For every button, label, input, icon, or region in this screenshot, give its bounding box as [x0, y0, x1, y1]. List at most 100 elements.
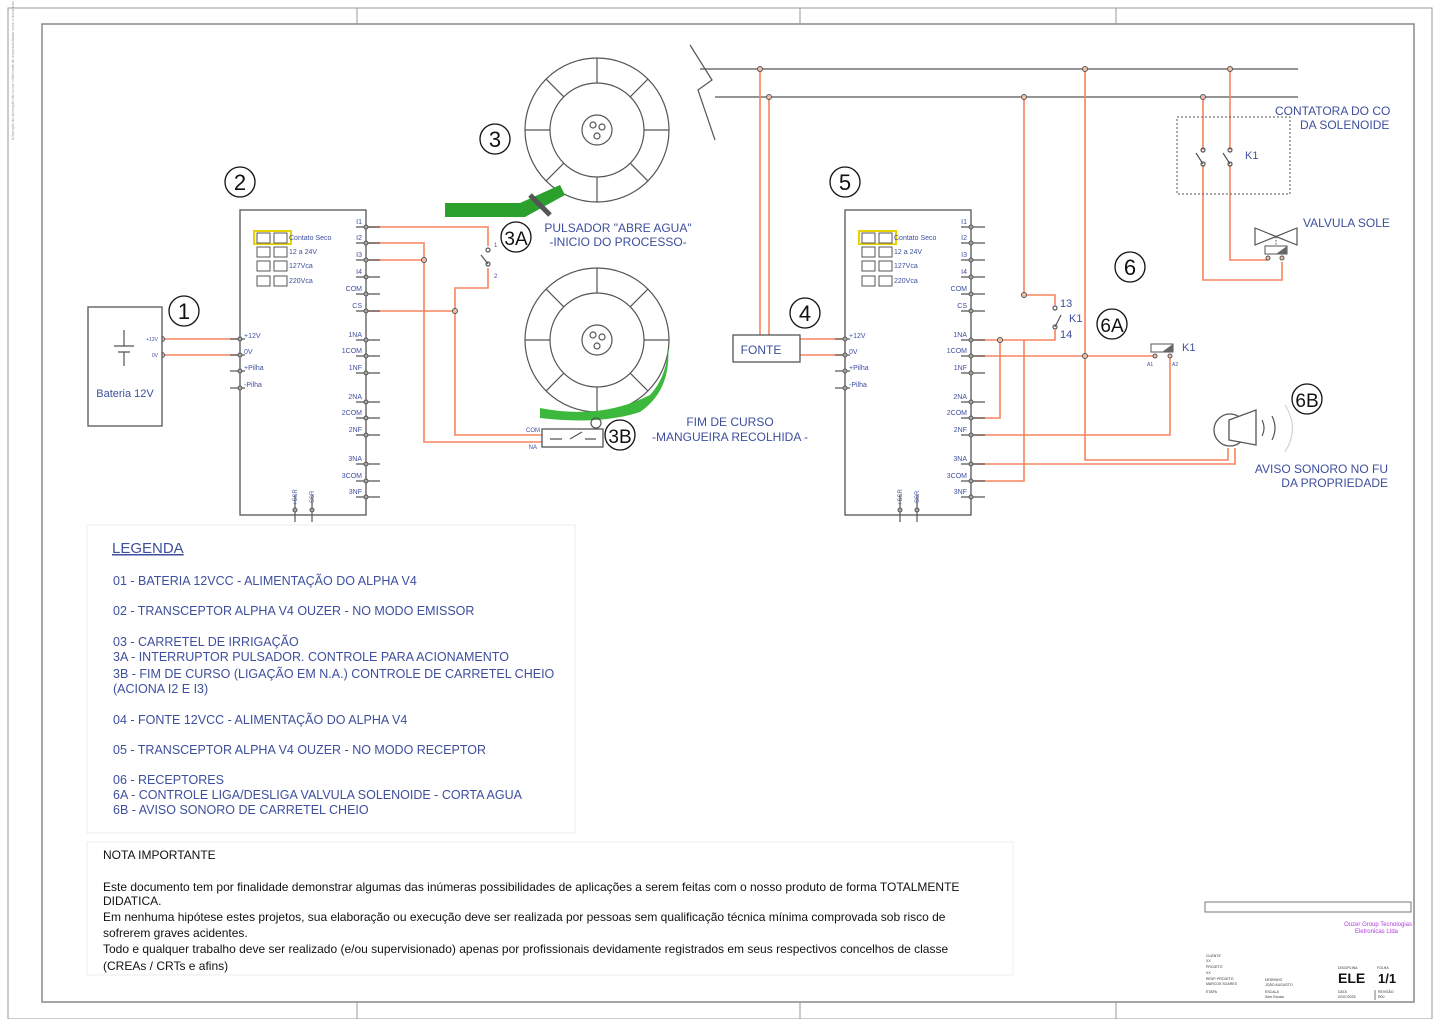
- note-line: (CREAs / CRTs e afins): [103, 959, 228, 973]
- pin-terminal: [968, 353, 974, 359]
- selector-box[interactable]: [273, 246, 288, 258]
- pin-terminal: [237, 352, 243, 358]
- marker-m1: 1: [178, 299, 190, 324]
- pin-label: -SSR: [915, 490, 921, 505]
- relay-k1: 13 K1 14 K1 A1 A2: [1052, 298, 1195, 368]
- contact-14: 14: [1060, 329, 1072, 341]
- revisao-value: R00: [1378, 995, 1384, 999]
- selector-box[interactable]: [273, 232, 288, 244]
- selector-box[interactable]: [861, 275, 876, 287]
- selector-box[interactable]: [861, 260, 876, 272]
- revisao-label: REVISÃO: [1378, 989, 1394, 994]
- marker-m6: 6: [1124, 255, 1136, 280]
- pin-terminal: [968, 274, 974, 280]
- pin-terminal: [363, 337, 369, 343]
- battery-label: Bateria 12V: [96, 388, 154, 400]
- pin-terminal: [363, 399, 369, 405]
- selector-box[interactable]: [256, 232, 271, 244]
- battery-plus: +12V: [146, 337, 158, 343]
- pin-terminal: [363, 478, 369, 484]
- selector-box[interactable]: [878, 275, 893, 287]
- selector-label: 127Vca: [289, 263, 313, 270]
- marker-circle: [604, 419, 636, 451]
- pin-label: I4: [961, 269, 967, 276]
- data-value: 02/07/2025: [1338, 995, 1356, 999]
- coil-a2: A2: [1172, 362, 1178, 368]
- projeto-label: PROJETO: [1206, 965, 1223, 969]
- pin-terminal: [363, 274, 369, 280]
- fim-title: FIM DE CURSO: [686, 415, 773, 429]
- pin-label: COM: [951, 286, 968, 293]
- pin-1: 1: [494, 243, 498, 249]
- etapa-label: ETAPA: [1206, 990, 1218, 994]
- pin-terminal: [363, 224, 369, 230]
- pin-label: 2COM: [947, 410, 967, 417]
- note-line: Em nenhuma hipótese estes projetos, sua …: [103, 910, 946, 924]
- selector-box[interactable]: [861, 246, 876, 258]
- pin-label: +SSR: [293, 488, 299, 505]
- pulsador-title: PULSADOR "ABRE AGUA": [544, 221, 691, 235]
- selector-box[interactable]: [878, 246, 893, 258]
- selector-box[interactable]: [861, 232, 876, 244]
- pin-terminal: [237, 336, 243, 342]
- contact-k1: K1: [1069, 313, 1082, 325]
- legend-item: 06 - RECEPTORES: [113, 773, 224, 787]
- disciplina-label: DISCIPLINA: [1338, 966, 1358, 970]
- legend-item: 02 - TRANSCEPTOR ALPHA V4 OUZER - NO MOD…: [113, 604, 474, 618]
- fim-subtitle: -MANGUEIRA RECOLHIDA -: [652, 430, 808, 444]
- selector-box[interactable]: [878, 232, 893, 244]
- note-line: Este documento tem por finalidade demons…: [103, 880, 959, 894]
- marker-circle: [500, 221, 532, 253]
- selector-label: 12 a 24V: [894, 249, 922, 256]
- selector-box[interactable]: [256, 275, 271, 287]
- selector-label: Contato Seco: [894, 235, 937, 242]
- marker-m2: 2: [234, 170, 246, 195]
- pin-terminal: [363, 432, 369, 438]
- legend-item: 04 - FONTE 12VCC - ALIMENTAÇÃO DO ALPHA …: [113, 713, 407, 727]
- pin-label: 1COM: [342, 348, 362, 355]
- cliente-value: XX: [1206, 959, 1211, 963]
- selector-box[interactable]: [878, 260, 893, 272]
- selector-box[interactable]: [256, 246, 271, 258]
- pin-label: 3COM: [342, 473, 362, 480]
- pin-terminal: [292, 507, 298, 513]
- pin-label: 1NA: [348, 332, 362, 339]
- legend-item: (ACIONA I2 E I3): [113, 682, 208, 696]
- pin-label: 2NF: [349, 427, 362, 434]
- selector-box[interactable]: [256, 260, 271, 272]
- resp-value: MARCOS SOARES: [1206, 982, 1238, 986]
- pin-label: +Pilha: [244, 365, 264, 372]
- marker-circle: [1291, 383, 1323, 415]
- pin-terminal: [309, 507, 315, 513]
- note-line: Todo e qualquer trabalho deve ser realiz…: [103, 942, 948, 956]
- marker-circle: [829, 166, 861, 198]
- pulsador-switch-3a: 1 2 PULSADOR "ABRE AGUA" -INICIO DO PROC…: [480, 221, 692, 280]
- marker-circle: [224, 166, 256, 198]
- pin-label: 1NF: [349, 365, 362, 372]
- pin-terminal: [968, 308, 974, 314]
- pin-label: 2NA: [348, 394, 362, 401]
- pin-terminal: [968, 257, 974, 263]
- pin-label: 2NA: [953, 394, 967, 401]
- pin-terminal: [968, 432, 974, 438]
- data-label: DATA: [1338, 990, 1347, 994]
- pin-label: +Pilha: [849, 365, 869, 372]
- pin-label: -Pilha: [849, 382, 867, 389]
- pin-terminal: [842, 352, 848, 358]
- marker-m5: 5: [839, 170, 851, 195]
- cliente-label: CLIENTE: [1206, 954, 1221, 958]
- selector-label: 220Vca: [894, 278, 918, 285]
- pin-label: 2NF: [954, 427, 967, 434]
- wires: [162, 69, 1283, 482]
- pin-terminal: [363, 257, 369, 263]
- escala-label: ESCALA: [1265, 990, 1279, 994]
- legend-item: 3B - FIM DE CURSO (LIGAÇÃO EM N.A.) CONT…: [113, 667, 555, 681]
- selector-box[interactable]: [273, 260, 288, 272]
- selector-box[interactable]: [273, 275, 288, 287]
- pin-terminal: [914, 507, 920, 513]
- pin-label: COM: [346, 286, 363, 293]
- contactor-title: CONTATORA DO CO: [1275, 104, 1390, 118]
- reel-carretel-top: [524, 57, 670, 203]
- com-label: COM: [526, 428, 540, 434]
